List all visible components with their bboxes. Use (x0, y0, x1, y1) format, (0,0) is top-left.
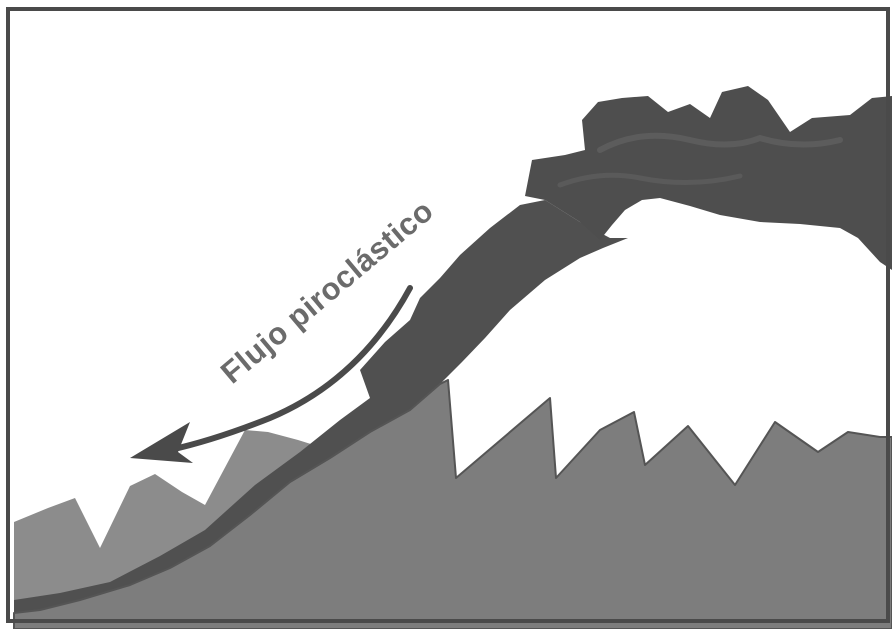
cloud-texture (557, 172, 743, 188)
pyroclastic-flow (14, 200, 628, 613)
diagram-frame (6, 7, 890, 623)
volcano-terrain (13, 379, 892, 629)
eruption-cloud (525, 86, 892, 270)
cloud-texture (597, 132, 843, 153)
arrow-down-left-icon (130, 285, 413, 463)
